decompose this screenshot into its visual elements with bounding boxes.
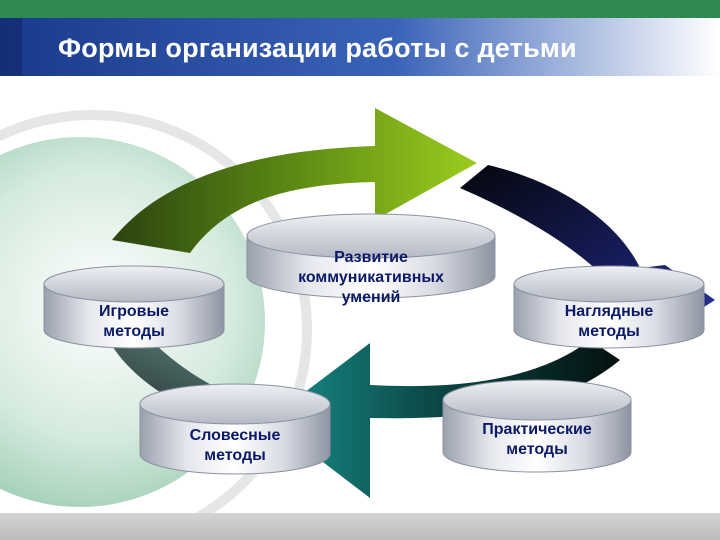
- node-verbal-cylinder: [139, 383, 331, 475]
- header-top-strip: [0, 0, 720, 18]
- node-center-cylinder: [246, 213, 496, 299]
- cycle-arrow-bottom: [268, 340, 620, 498]
- cycle-arrow-top: [112, 108, 477, 253]
- slide-title: Формы организации работы с детьми: [58, 33, 577, 63]
- header-left-band: [0, 18, 22, 76]
- footer-bar: [0, 513, 720, 540]
- center-node-label: Развитие коммуникативных умений: [298, 249, 444, 306]
- node-label-practical: Практические методы: [482, 421, 592, 458]
- node-label-games: Игровые методы: [98, 303, 170, 340]
- node-games-cylinder: [43, 265, 225, 349]
- node-visual-cylinder: [513, 265, 705, 349]
- node-label-verbal: Словесные методы: [189, 427, 281, 464]
- header-bar: [0, 18, 720, 76]
- node-practical-cylinder: [442, 379, 632, 473]
- node-label-visual: Наглядные методы: [564, 303, 654, 340]
